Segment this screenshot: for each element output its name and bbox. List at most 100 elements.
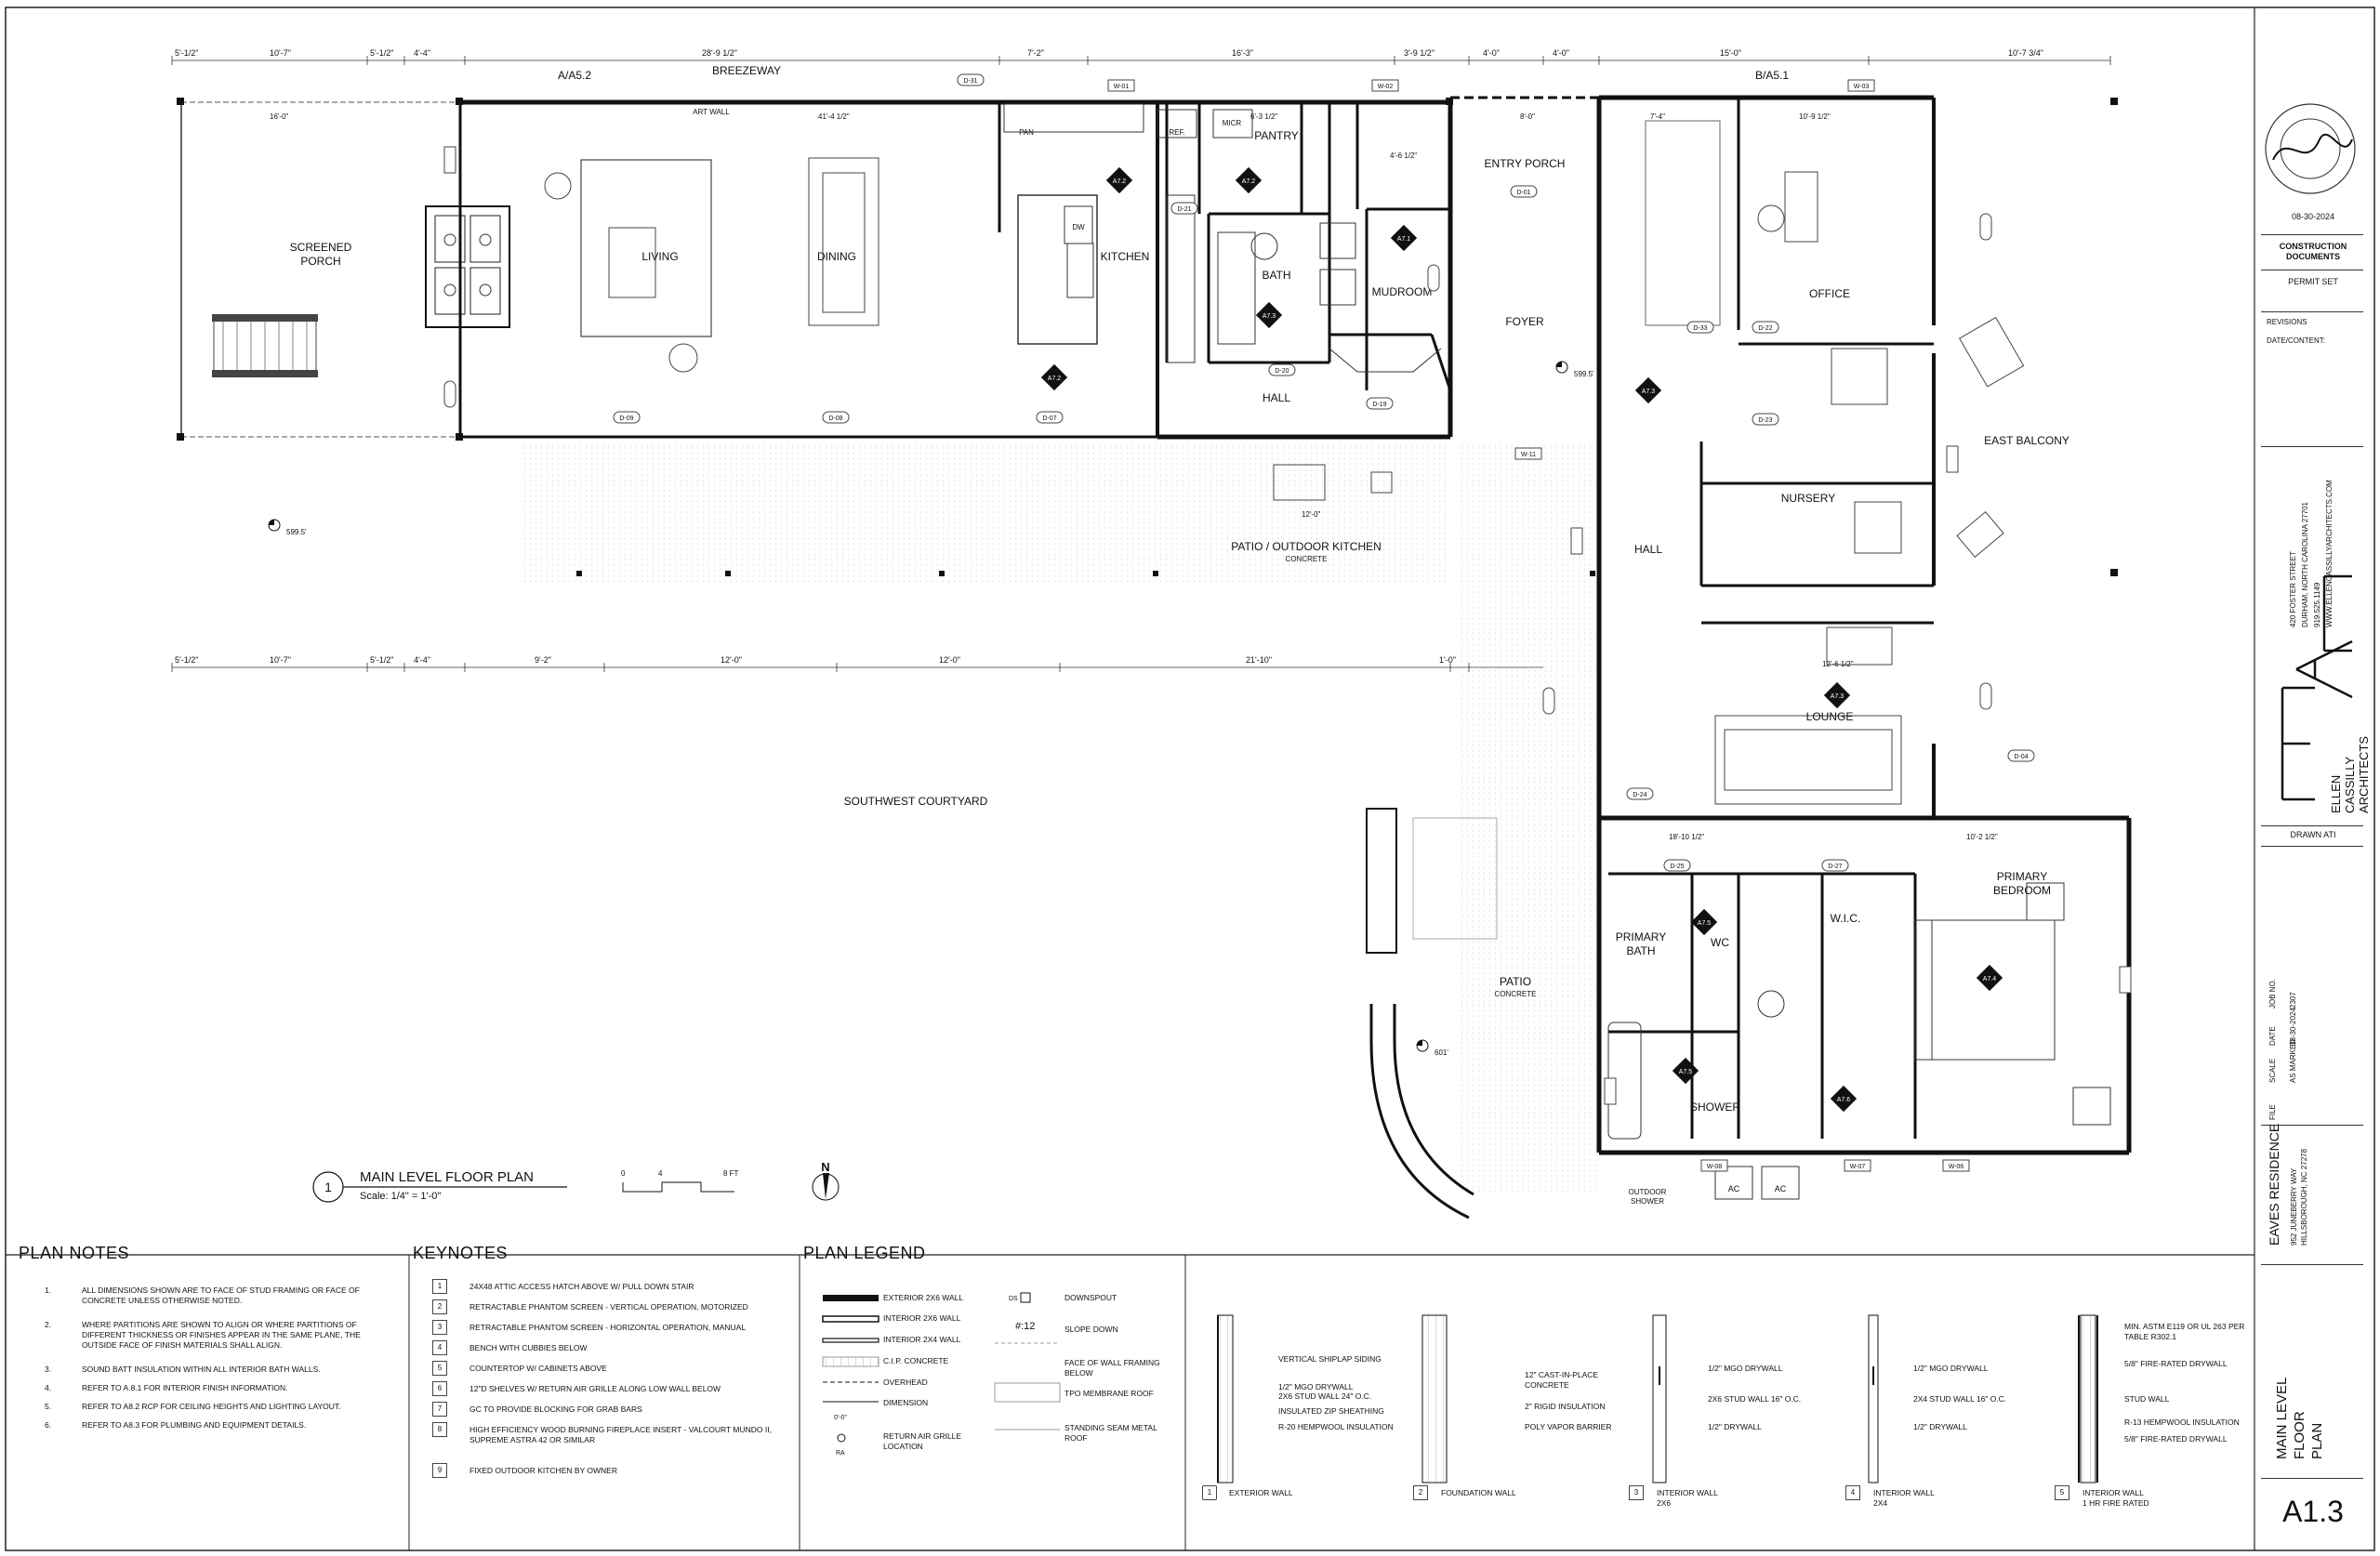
plan-note-4: REFER TO A.8.1 FOR INTERIOR FINISH INFOR… <box>82 1383 288 1392</box>
plan-note-5: REFER TO A8.2 RCP FOR CEILING HEIGHTS AN… <box>82 1402 341 1411</box>
keynote-3: RETRACTABLE PHANTOM SCREEN - HORIZONTAL … <box>469 1323 747 1332</box>
svg-text:1'-0": 1'-0" <box>1439 655 1456 665</box>
room-patio-kitchen: PATIO / OUTDOOR KITCHEN <box>1231 540 1382 553</box>
section-mark-a: A/A5.2 <box>558 69 591 82</box>
svg-text:28'-9 1/2": 28'-9 1/2" <box>702 48 737 58</box>
svg-text:D-22: D-22 <box>1758 325 1772 332</box>
project-name: EAVES RESIDENCE <box>2267 1123 2281 1246</box>
svg-text:4'-4": 4'-4" <box>414 48 430 58</box>
svg-text:W-01: W-01 <box>1114 84 1130 90</box>
room-primary-bedroom-1: PRIMARY <box>1997 870 2047 883</box>
door-tag <box>1542 687 1555 715</box>
door-tag: D-31 <box>957 73 985 86</box>
courtyard-wall <box>1366 808 1397 954</box>
room-bath: BATH <box>1262 269 1290 282</box>
plan-legend-heading: PLAN LEGEND <box>803 1244 926 1262</box>
door-tag: D-07 <box>1036 411 1064 424</box>
svg-text:D-07: D-07 <box>1042 415 1056 422</box>
svg-text:4: 4 <box>658 1169 663 1178</box>
detail-tag: A7.2 <box>1105 166 1133 194</box>
plan-note-2: WHERE PARTITIONS ARE SHOWN TO ALIGN OR W… <box>82 1320 361 1350</box>
window-tag <box>443 146 456 174</box>
svg-text:D-27: D-27 <box>1828 864 1842 870</box>
door-tag: D-08 <box>822 411 850 424</box>
keynote-9: FIXED OUTDOOR KITCHEN BY OWNER <box>469 1466 617 1475</box>
svg-text:W-03: W-03 <box>1854 84 1870 90</box>
svg-text:16'-0": 16'-0" <box>270 112 289 121</box>
door-tag: D-27 <box>1821 859 1849 872</box>
room-labels: SCREENED PORCH LIVING DINING KITCHEN PAN… <box>290 64 2069 1206</box>
svg-text:D-08: D-08 <box>828 415 842 422</box>
svg-text:3'-9 1/2": 3'-9 1/2" <box>1404 48 1435 58</box>
window-tag: W-06 <box>1942 1159 1970 1172</box>
drawn-by: DRAWN ATI <box>2290 830 2336 839</box>
bath-fixtures <box>1217 222 1442 373</box>
bottom-dimension-labels: 5'-1/2" 10'-7" 5'-1/2" 4'-4" 9'-2" 12'-0… <box>175 655 1456 665</box>
svg-text:A7.6: A7.6 <box>1837 1097 1851 1103</box>
svg-text:16'-3": 16'-3" <box>1232 48 1253 58</box>
window-tag <box>2119 966 2132 994</box>
plan-notes-heading: PLAN NOTES <box>19 1244 130 1262</box>
detail-tag: A7.3 <box>1255 301 1283 329</box>
file-label: FILE <box>2268 1104 2277 1120</box>
room-hall: HALL <box>1263 391 1290 404</box>
permit-set: PERMIT SET <box>2288 277 2338 286</box>
door-tag: D-23 <box>1752 413 1779 426</box>
svg-text:10'-2 1/2": 10'-2 1/2" <box>1966 833 1998 841</box>
svg-text:W-11: W-11 <box>1521 452 1536 458</box>
architect-seal <box>2265 103 2356 194</box>
column-markers <box>177 98 2118 576</box>
keynotes-heading: KEYNOTES <box>413 1244 509 1262</box>
svg-text:A7.2: A7.2 <box>1242 178 1256 185</box>
room-office: OFFICE <box>1809 287 1850 300</box>
plan-note-3: SOUND BATT INSULATION WITHIN ALL INTERIO… <box>82 1365 321 1374</box>
svg-text:599.5': 599.5' <box>1574 370 1594 378</box>
keynote-7: GC TO PROVIDE BLOCKING FOR GRAB BARS <box>469 1404 642 1414</box>
svg-text:A7.3: A7.3 <box>1642 389 1656 395</box>
keynote-4: BENCH WITH CUBBIES BELOW <box>469 1343 588 1352</box>
drawing-title-text: MAIN LEVEL FLOOR PLAN <box>360 1169 534 1185</box>
ac-units <box>1714 1166 1800 1200</box>
svg-text:4'-0": 4'-0" <box>1553 48 1569 58</box>
room-entry-porch: ENTRY PORCH <box>1485 157 1566 170</box>
room-pantry: PANTRY <box>1254 129 1299 142</box>
window-tags: W-01 W-02 W-03 W-06 W-07 W-08 W-11 <box>443 79 2132 1172</box>
room-patio-sub: CONCRETE <box>1495 990 1537 998</box>
svg-text:5'-1/2": 5'-1/2" <box>370 48 393 58</box>
door-tag: D-01 <box>1510 185 1538 198</box>
label-breezeway: BREEZEWAY <box>712 64 781 77</box>
svg-text:A7.4: A7.4 <box>1983 976 1997 982</box>
svg-text:15'-0": 15'-0" <box>1720 48 1741 58</box>
svg-text:12'-0": 12'-0" <box>1302 510 1321 519</box>
svg-text:A7.2: A7.2 <box>1113 178 1127 185</box>
room-patio: PATIO <box>1500 975 1531 988</box>
firm-logo <box>2281 574 2353 801</box>
screened-porch <box>180 101 461 438</box>
svg-text:12'-0": 12'-0" <box>721 655 742 665</box>
sheet-border <box>5 7 2375 1551</box>
detail-callouts: A7.2 A7.2 A7.2 A7.3 A7.1 A7.3 A7.3 A7.5 … <box>1040 166 2003 1113</box>
door-tag: D-09 <box>613 411 641 424</box>
door-tag <box>1427 264 1440 292</box>
svg-text:D-31: D-31 <box>963 78 977 85</box>
room-screened-porch-2: PORCH <box>300 255 340 268</box>
job-no-label: JOB NO. <box>2268 978 2277 1009</box>
exterior-walls <box>458 95 2132 1155</box>
north-arrow: N <box>812 1160 840 1201</box>
keynote-5: COUNTERTOP W/ CABINETS ABOVE <box>469 1364 607 1373</box>
svg-text:21'-10": 21'-10" <box>1246 655 1272 665</box>
svg-text:7'-4": 7'-4" <box>1650 112 1665 121</box>
door-tag: D-04 <box>2007 749 2035 762</box>
svg-text:D-19: D-19 <box>1372 402 1386 408</box>
svg-text:A7.3: A7.3 <box>1831 693 1844 700</box>
room-patio-kitchen-sub: CONCRETE <box>1286 555 1328 563</box>
drawing-title: 1 MAIN LEVEL FLOOR PLAN Scale: 1/4" = 1'… <box>312 1169 567 1203</box>
svg-text:6'-3 1/2": 6'-3 1/2" <box>1250 112 1277 121</box>
date-label: DATE <box>2268 1026 2277 1046</box>
room-kitchen: KITCHEN <box>1101 250 1150 263</box>
svg-text:D-04: D-04 <box>2014 754 2028 760</box>
svg-text:8'-0": 8'-0" <box>1520 112 1535 121</box>
svg-text:10'-7 3/4": 10'-7 3/4" <box>2008 48 2043 58</box>
room-primary-bedroom-2: BEDROOM <box>1993 884 2051 897</box>
